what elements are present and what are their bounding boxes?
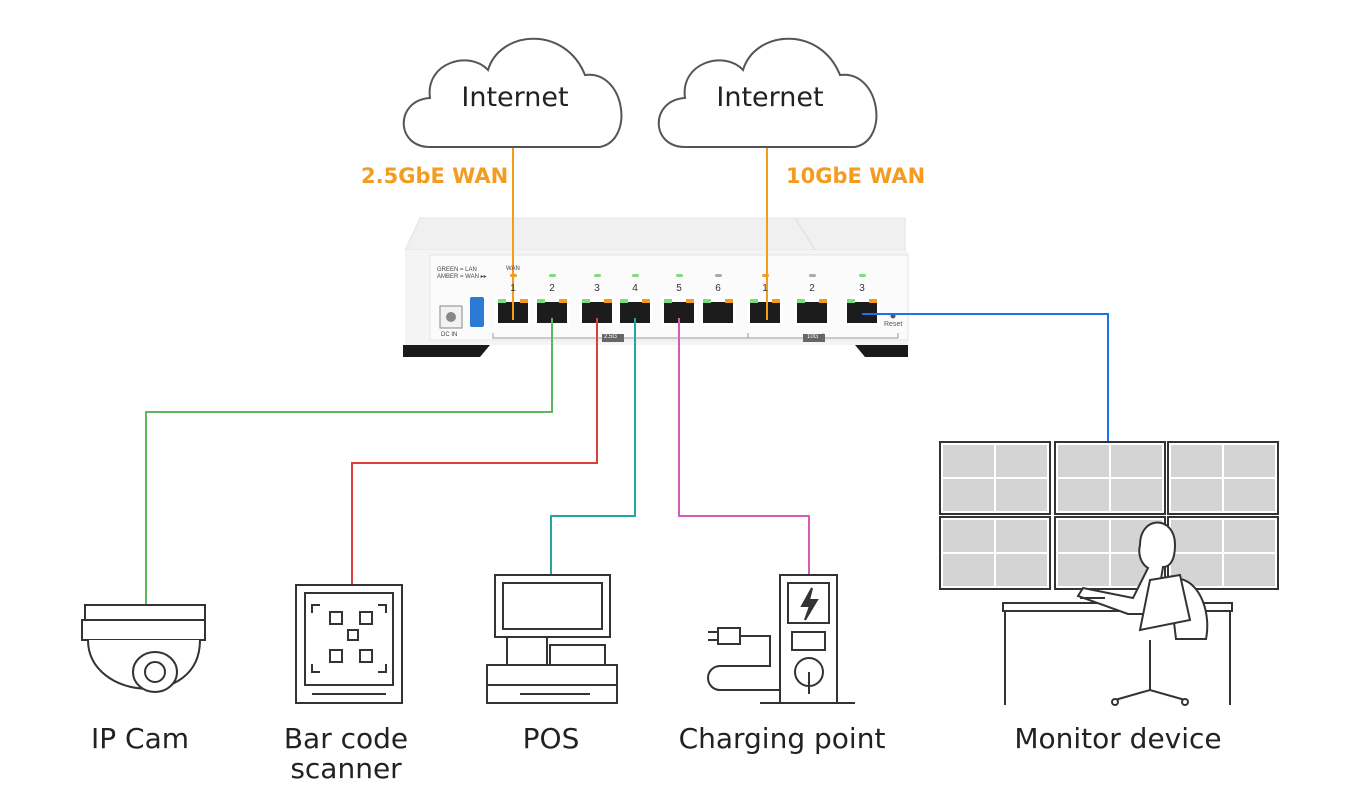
port-number: 4 — [632, 283, 638, 294]
cloud-label: Internet — [716, 82, 824, 113]
port-number: 1 — [510, 283, 516, 294]
usb-port — [470, 297, 484, 327]
led-legend: GREEN = LAN AMBER = WAN ▸▸ — [437, 267, 487, 280]
desk-and-operator-icon — [1002, 521, 1233, 706]
status-led — [676, 274, 683, 277]
device-label-charging-point: Charging point — [678, 722, 886, 755]
link-monitor-device — [862, 313, 1109, 442]
status-led — [594, 274, 601, 277]
dc-in-label: DC IN — [441, 332, 458, 338]
ethernet-port — [703, 302, 733, 323]
ethernet-port — [582, 302, 612, 323]
barcode-scanner-icon — [295, 584, 403, 704]
ethernet-port — [664, 302, 694, 323]
ip-camera-icon — [81, 604, 206, 693]
label-line: scanner — [290, 752, 402, 785]
status-led — [715, 274, 722, 277]
pos-terminal-icon — [486, 574, 618, 704]
device-label-pos: POS — [522, 722, 580, 755]
port-number: 6 — [715, 283, 721, 294]
ethernet-port — [847, 302, 877, 323]
port-number: 3 — [859, 283, 865, 294]
port-number: 5 — [676, 283, 682, 294]
cloud-icon — [402, 37, 623, 148]
cloud-icon — [657, 37, 878, 148]
reset-label: Reset — [884, 321, 903, 328]
wan-tag: WAN — [506, 266, 520, 272]
dc-in-icon — [446, 312, 456, 322]
port-number: 1 — [762, 283, 768, 294]
status-led — [809, 274, 816, 277]
wan-link-label: 10GbE WAN — [786, 164, 926, 188]
link-ip-cam — [145, 318, 553, 605]
status-led — [549, 274, 556, 277]
charging-point-icon — [707, 574, 855, 704]
label-line: Bar code — [283, 722, 409, 755]
legend-lan: GREEN = LAN — [437, 267, 477, 273]
link-charging-point — [678, 318, 810, 575]
monitor-device-icon — [939, 441, 1279, 590]
device-label-barcode-scanner: Bar code scanner — [266, 724, 426, 784]
cloud-label: Internet — [461, 82, 569, 113]
status-led — [632, 274, 639, 277]
ethernet-port — [797, 302, 827, 323]
ethernet-port — [620, 302, 650, 323]
port-number: 3 — [594, 283, 600, 294]
group-label-25g: 2.5G — [604, 334, 618, 340]
ethernet-port — [750, 302, 780, 323]
link-pos — [550, 318, 636, 575]
router-foot — [855, 345, 908, 357]
router-foot — [403, 345, 490, 357]
router — [403, 217, 909, 357]
link-barcode-scanner — [351, 318, 598, 585]
status-led — [859, 274, 866, 277]
legend-wan: AMBER = WAN — [437, 274, 479, 280]
port-number: 2 — [549, 283, 555, 294]
device-label-ip-cam: IP Cam — [90, 722, 190, 755]
wan-link-label: 2.5GbE WAN — [361, 164, 509, 188]
ethernet-port — [537, 302, 567, 323]
group-label-10g: 10G — [807, 334, 819, 340]
device-label-monitor-device: Monitor device — [1014, 722, 1222, 755]
port-number: 2 — [809, 283, 815, 294]
